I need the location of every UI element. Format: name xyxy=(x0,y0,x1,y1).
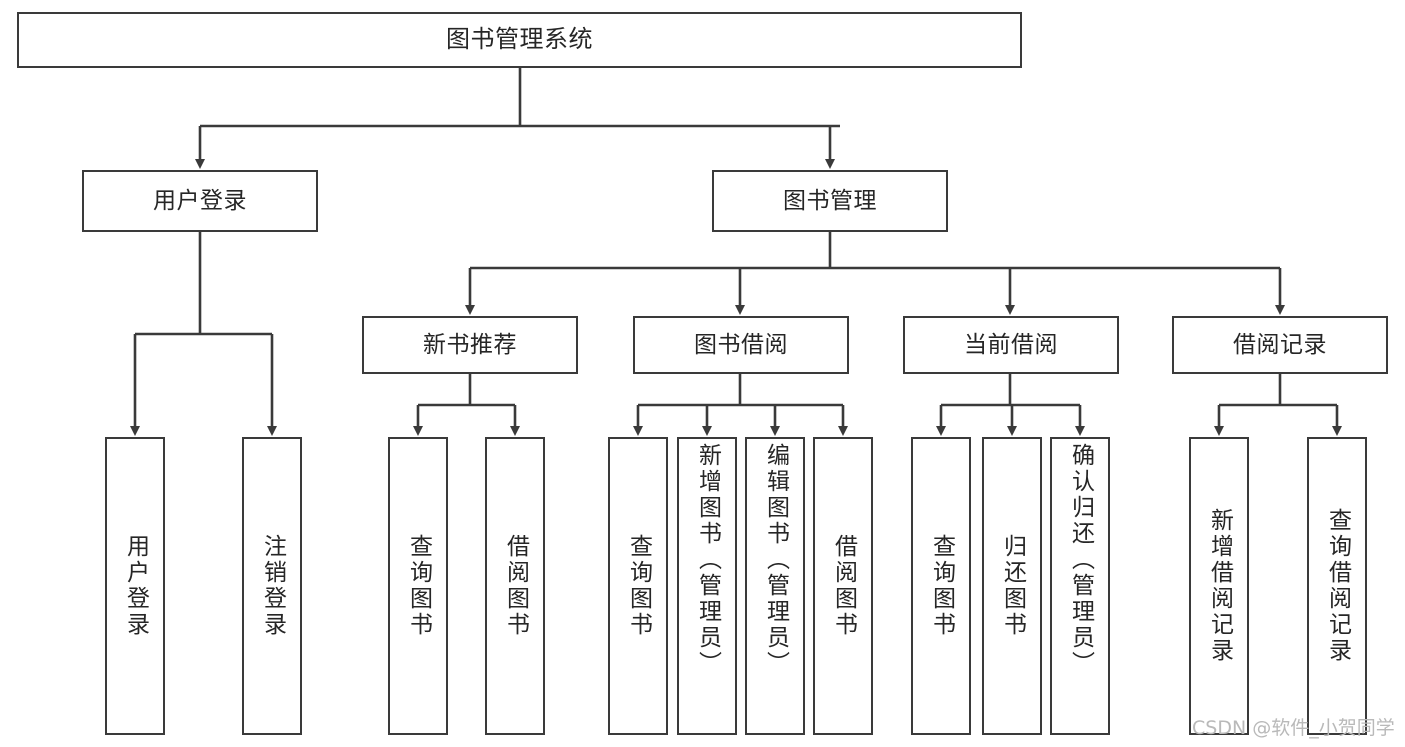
node-book-borrow-label: 图书借阅 xyxy=(694,331,788,358)
leaf-return-book[interactable]: 归还图书 xyxy=(982,437,1042,735)
leaf-borrow-book[interactable]: 借阅图书 xyxy=(813,437,873,735)
leaf-query-book-recommend[interactable]: 查询图书 xyxy=(388,437,448,735)
leaf-add-borrow-record[interactable]: 新增借阅记录 xyxy=(1189,437,1249,735)
leaf-logout[interactable]: 注销登录 xyxy=(242,437,302,735)
leaf-query-book-borrow-label: 查询图书 xyxy=(625,534,652,638)
leaf-query-book-current[interactable]: 查询图书 xyxy=(911,437,971,735)
leaf-edit-book-admin[interactable]: 编辑图书（管理员） xyxy=(745,437,805,735)
leaf-query-borrow-record[interactable]: 查询借阅记录 xyxy=(1307,437,1367,735)
node-new-book-recommend[interactable]: 新书推荐 xyxy=(362,316,578,374)
leaf-add-borrow-record-label: 新增借阅记录 xyxy=(1206,508,1233,664)
leaf-logout-label: 注销登录 xyxy=(259,534,286,638)
node-borrow-record-label: 借阅记录 xyxy=(1233,331,1327,358)
node-current-borrow-label: 当前借阅 xyxy=(964,331,1058,358)
csdn-watermark: CSDN @软件_小贺同学 xyxy=(1192,717,1395,739)
leaf-user-login[interactable]: 用户登录 xyxy=(105,437,165,735)
node-borrow-record[interactable]: 借阅记录 xyxy=(1172,316,1388,374)
node-new-book-recommend-label: 新书推荐 xyxy=(423,331,517,358)
leaf-borrow-book-label: 借阅图书 xyxy=(830,534,857,638)
leaf-confirm-return-admin[interactable]: 确认归还（管理员） xyxy=(1050,437,1110,735)
leaf-return-book-label: 归还图书 xyxy=(999,534,1026,638)
leaf-borrow-book-recommend[interactable]: 借阅图书 xyxy=(485,437,545,735)
node-book-borrow[interactable]: 图书借阅 xyxy=(633,316,849,374)
node-root-label: 图书管理系统 xyxy=(446,25,593,54)
leaf-add-book-admin[interactable]: 新增图书（管理员） xyxy=(677,437,737,735)
leaf-query-book-recommend-label: 查询图书 xyxy=(405,534,432,638)
leaf-confirm-return-admin-label: 确认归还（管理员） xyxy=(1067,443,1094,677)
leaf-edit-book-admin-label: 编辑图书（管理员） xyxy=(762,443,789,677)
node-user-login[interactable]: 用户登录 xyxy=(82,170,318,232)
node-current-borrow[interactable]: 当前借阅 xyxy=(903,316,1119,374)
leaf-query-book-borrow[interactable]: 查询图书 xyxy=(608,437,668,735)
leaf-query-book-current-label: 查询图书 xyxy=(928,534,955,638)
leaf-borrow-book-recommend-label: 借阅图书 xyxy=(502,534,529,638)
leaf-query-borrow-record-label: 查询借阅记录 xyxy=(1324,508,1351,664)
node-root[interactable]: 图书管理系统 xyxy=(17,12,1022,68)
leaf-user-login-label: 用户登录 xyxy=(122,534,149,638)
leaf-add-book-admin-label: 新增图书（管理员） xyxy=(694,443,721,677)
node-book-management[interactable]: 图书管理 xyxy=(712,170,948,232)
node-user-login-label: 用户登录 xyxy=(153,187,247,214)
node-book-management-label: 图书管理 xyxy=(783,187,877,214)
